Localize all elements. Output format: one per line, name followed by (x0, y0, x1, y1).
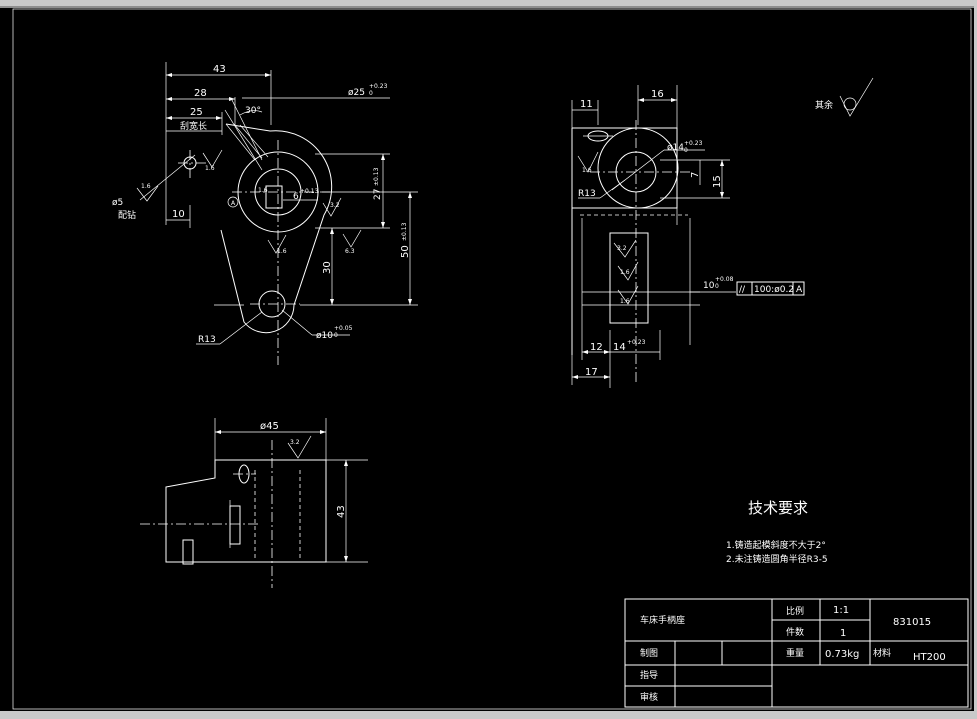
drawn-label: 制图 (640, 647, 658, 659)
qty-value: 1 (840, 628, 846, 639)
drawing-number: 831015 (893, 617, 931, 628)
side-view: 11 16 1.6 ø14 +0.23 0 (571, 85, 805, 388)
svg-text:+0.05: +0.05 (334, 325, 353, 332)
side-dim-10: 10 (703, 281, 715, 291)
front-dim-50: 50 (400, 245, 411, 258)
svg-text:1.6: 1.6 (620, 298, 630, 305)
svg-text:1.6: 1.6 (277, 248, 287, 255)
svg-text:100:ø0.2: 100:ø0.2 (754, 285, 794, 295)
side-dim-11: 11 (580, 99, 593, 110)
side-r13: R13 (578, 189, 596, 199)
material-label: 材料 (873, 647, 891, 659)
roughness-note: 其余 (815, 77, 874, 117)
svg-text://: // (739, 285, 746, 295)
svg-text:A: A (796, 285, 803, 295)
tolerance-frame (736, 281, 805, 296)
window-top-edge (0, 6, 977, 8)
side-dim-17: 17 (585, 367, 598, 378)
requirement-item-2: 2.未注铸造圆角半径R3-5 (726, 553, 828, 565)
bottom-dim-43: 43 (336, 505, 347, 518)
bottom-dia-45: ø45 (260, 421, 279, 432)
bottom-body-outline (165, 459, 327, 563)
weight-label: 重量 (786, 647, 804, 659)
svg-text:+0.08: +0.08 (715, 276, 734, 283)
requirement-item-1: 1.铸造起模斜度不大于2° (726, 539, 826, 551)
front-dim-25: 25 (190, 107, 203, 118)
front-body-outline (220, 123, 333, 334)
part-name: 车床手柄座 (640, 614, 685, 626)
material-value: HT200 (913, 652, 946, 663)
svg-text:0: 0 (369, 90, 373, 97)
drawing-border (12, 8, 972, 710)
svg-text:A: A (231, 200, 236, 207)
svg-text:3.2: 3.2 (330, 202, 340, 209)
svg-text:3.2: 3.2 (290, 439, 300, 446)
side-dim-14: 14 (613, 342, 626, 353)
front-hole-5-label: ø5 (112, 198, 123, 208)
front-dim-43: 43 (213, 64, 226, 75)
svg-text:1.6: 1.6 (258, 187, 268, 194)
requirements-title: 技术要求 (748, 499, 808, 517)
side-dim-12: 12 (590, 342, 603, 353)
review-label: 审核 (640, 691, 658, 703)
scale-value: 1:1 (833, 605, 849, 616)
qty-label: 件数 (786, 626, 804, 638)
front-dim-27: 27 (373, 189, 383, 200)
front-view: 43 28 ø25 +0.23 0 25 刮宽长 30° (112, 62, 418, 365)
svg-text:+0.23: +0.23 (369, 83, 388, 90)
front-dia-10: ø10 (316, 331, 333, 341)
front-dia-25: ø25 (348, 88, 365, 98)
front-note-scrape: 刮宽长 (180, 120, 207, 132)
svg-text:+0.23: +0.23 (684, 140, 703, 147)
front-dim-10: 10 (172, 209, 185, 220)
svg-text:1.6: 1.6 (582, 167, 592, 174)
svg-text:0: 0 (684, 147, 688, 154)
svg-text:1.6: 1.6 (620, 269, 630, 276)
side-dia-14: ø14 (667, 143, 684, 153)
title-block: 车床手柄座 比例 1:1 件数 1 831015 制图 重量 0.73kg 材料… (624, 598, 969, 708)
svg-text:±0.13: ±0.13 (373, 167, 380, 186)
window-bottom-frame (0, 711, 977, 719)
side-dim-15: 15 (712, 175, 723, 188)
roughness-note-label: 其余 (815, 99, 833, 111)
side-dim-16: 16 (651, 89, 664, 100)
svg-text:3.2: 3.2 (617, 245, 627, 252)
bottom-view: ø45 3.2 43 (140, 418, 368, 588)
weight-value: 0.73kg (825, 649, 859, 660)
front-dim-30: 30 (322, 261, 333, 274)
front-r13: R13 (198, 335, 216, 345)
svg-text:1.6: 1.6 (141, 183, 151, 190)
side-body-top (572, 127, 678, 209)
side-dim-7: 7 (690, 172, 701, 178)
svg-text:+0.23: +0.23 (627, 339, 646, 346)
front-dim-28: 28 (194, 88, 207, 99)
svg-text:0: 0 (715, 283, 719, 290)
svg-text:0: 0 (334, 332, 338, 339)
svg-text:1.6: 1.6 (205, 165, 215, 172)
technical-requirements: 技术要求 1.铸造起模斜度不大于2° 2.未注铸造圆角半径R3-5 (726, 499, 828, 565)
front-angle-30: 30° (245, 106, 261, 116)
svg-text:6.3: 6.3 (345, 248, 355, 255)
scale-label: 比例 (786, 605, 804, 617)
svg-text:+0.13: +0.13 (300, 188, 319, 195)
window-right-frame (974, 6, 977, 711)
window-top-frame (0, 0, 977, 6)
front-hole-5-note: 配钻 (118, 209, 136, 221)
guide-label: 指导 (640, 669, 658, 681)
front-dim-6: 6 (293, 192, 299, 202)
svg-text:±0.13: ±0.13 (401, 222, 408, 241)
